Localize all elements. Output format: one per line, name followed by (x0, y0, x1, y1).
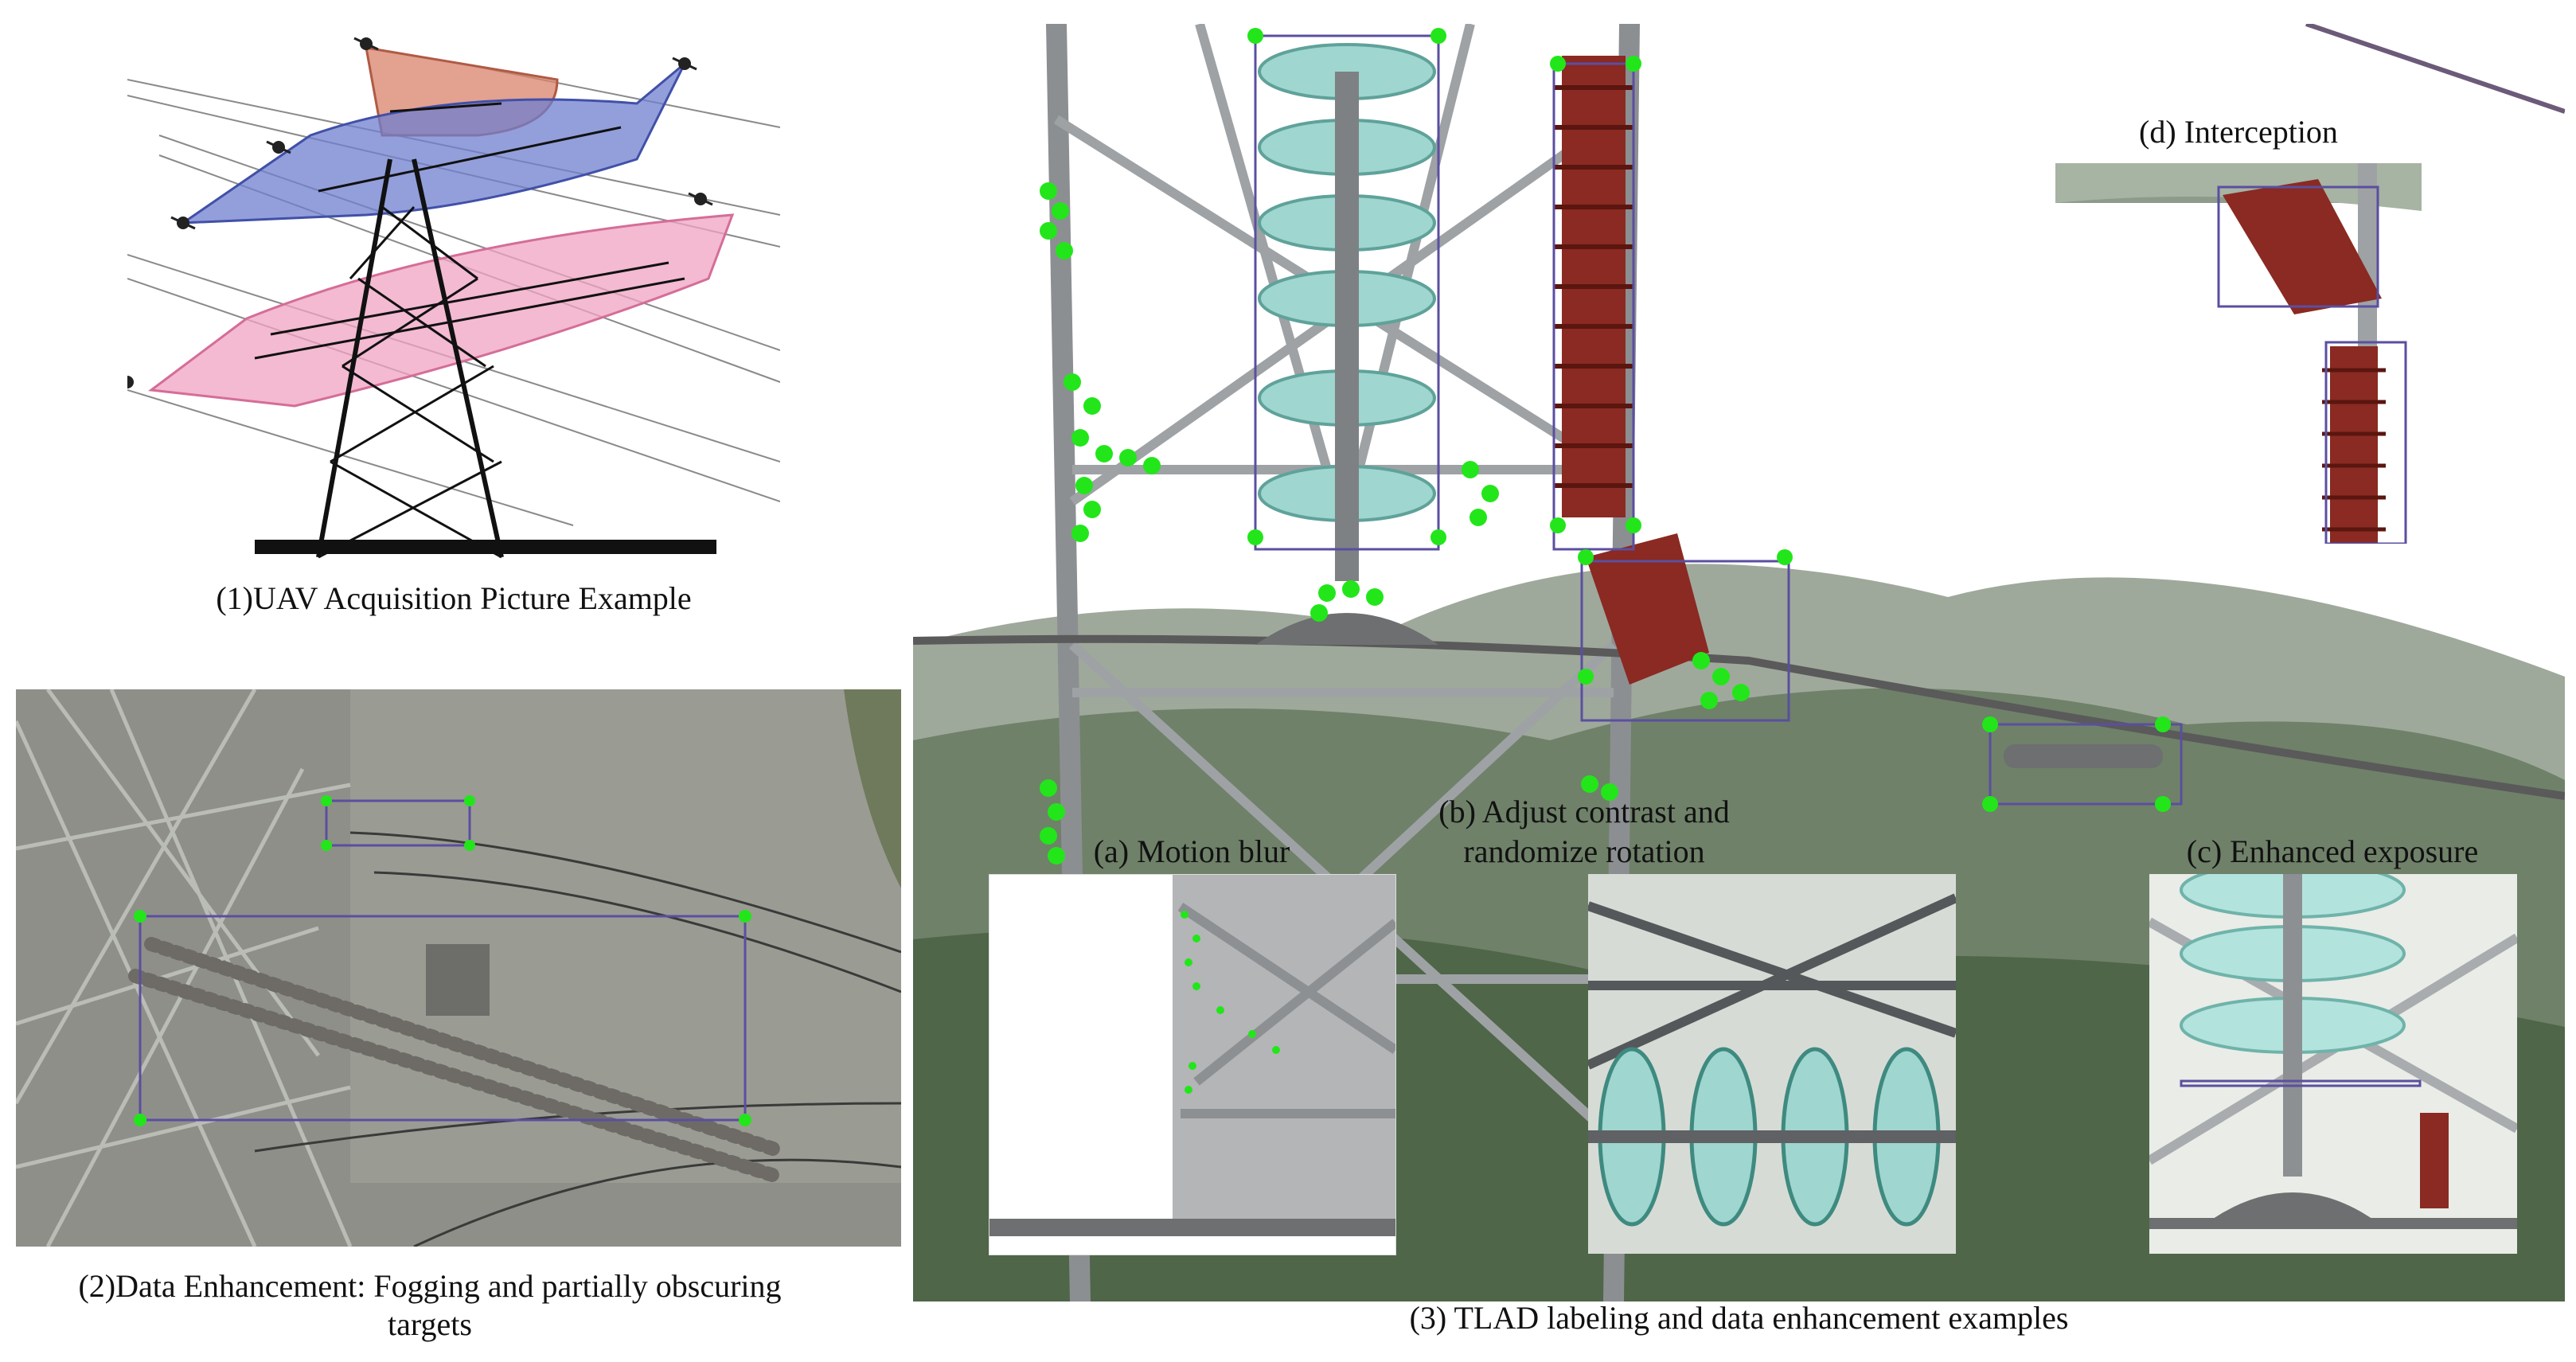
fogging-example-image (16, 689, 901, 1247)
inset-b-contrast-rotation-image (1588, 874, 1956, 1254)
flight-zone-middle (178, 62, 686, 224)
panel3-caption: (3) TLAD labeling and data enhancement e… (1409, 1300, 2069, 1336)
surge-arrester (1554, 56, 1709, 685)
inset-b-caption-line1: (b) Adjust contrast and (1438, 794, 1730, 829)
inset-d-scene (2055, 163, 2422, 544)
inset-d-interception-image (2055, 163, 2422, 544)
keypoints (1040, 28, 2171, 864)
panel2-caption-line1: (2)Data Enhancement: Fogging and partial… (78, 1268, 782, 1304)
glass-insulator-string (1255, 43, 1438, 645)
inset-a-scene (989, 875, 1395, 1255)
uav-acquisition-illustration (127, 16, 780, 565)
tower-flight-diagram (127, 37, 780, 559)
inset-a-motion-blur-image (989, 874, 1396, 1255)
panel1-caption: (1)UAV Acquisition Picture Example (216, 580, 692, 616)
inset-c-scene (2149, 874, 2517, 1254)
spacer-damper (2004, 744, 2163, 768)
occlusion-patch (426, 944, 490, 1016)
drone-icons (127, 37, 713, 388)
inset-a-caption: (a) Motion blur (1093, 833, 1290, 869)
fogging-scene (16, 689, 901, 1247)
inset-b-scene (1588, 874, 1956, 1254)
inset-d-caption: (d) Interception (2139, 114, 2338, 150)
flight-zone-bottom (148, 213, 735, 408)
inset-c-caption: (c) Enhanced exposure (2186, 833, 2479, 869)
inset-b-caption-line2: randomize rotation (1463, 833, 1705, 869)
inset-c-enhanced-exposure-image (2149, 874, 2517, 1254)
panel2-caption-line2: targets (388, 1306, 472, 1342)
